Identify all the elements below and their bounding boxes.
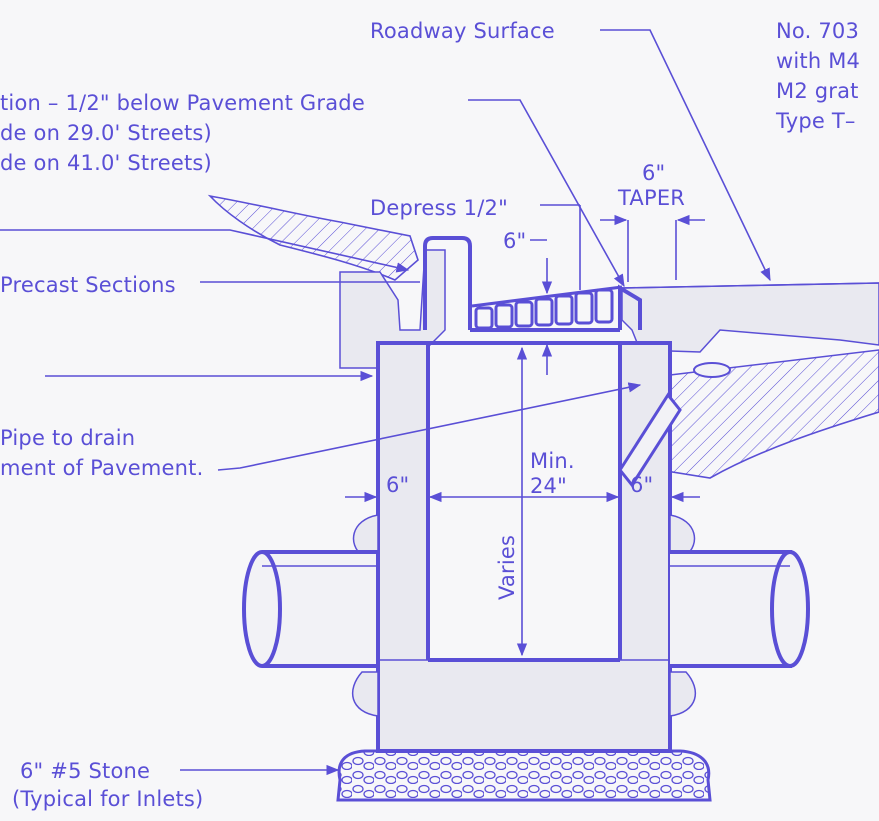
label-taper-6: 6" — [642, 161, 665, 185]
label-top-right-2: with M4 — [776, 49, 860, 73]
grate-frame — [468, 262, 642, 332]
label-depress: Depress 1/2" — [370, 196, 508, 220]
leader-elevation — [468, 99, 625, 288]
label-precast-sections: Precast Sections — [0, 273, 176, 297]
label-elevation-1: tion – 1/2" below Pavement Grade — [0, 91, 365, 115]
inlet-base — [377, 659, 671, 753]
label-stone-1: 6" #5 Stone — [20, 759, 150, 783]
left-soil-hatch — [207, 194, 419, 281]
label-pipe-drain-1: Pipe to drain — [0, 426, 135, 450]
right-soil-hatch — [639, 349, 879, 479]
underdrain-diagonal — [618, 392, 682, 488]
label-min-24: 24" — [530, 474, 567, 498]
leader-curb — [0, 229, 410, 273]
leader-roadway — [600, 29, 771, 282]
label-min: Min. — [530, 449, 575, 473]
stone-bed — [336, 749, 712, 802]
label-varies: Varies — [495, 535, 519, 600]
pavement-slab — [621, 282, 879, 353]
grate-bars — [471, 285, 623, 330]
label-six-left: 6" — [386, 473, 409, 497]
label-pipe-drain-2: ment of Pavement. — [0, 456, 203, 480]
label-elevation-3: de on 41.0' Streets) — [0, 151, 212, 175]
label-top-right-4: Type T– — [775, 109, 856, 133]
roadway-surface-line — [621, 282, 879, 289]
leader-pipe-drain — [217, 382, 642, 471]
label-top-right-3: M2 grat — [776, 79, 859, 103]
label-stone-2: (Typical for Inlets) — [12, 787, 203, 811]
label-top-right-1: No. 703 — [776, 19, 859, 43]
right-pipe-end — [770, 550, 810, 668]
label-six-right: 6" — [630, 473, 653, 497]
label-roadway-surface: Roadway Surface — [370, 19, 555, 43]
curb-top — [423, 236, 472, 330]
label-six-top: 6" — [503, 229, 526, 253]
left-pipe — [262, 550, 380, 668]
left-pipe-end — [242, 550, 282, 668]
label-taper: TAPER — [617, 186, 685, 210]
drain-pipe-end — [693, 362, 731, 378]
label-elevation-2: de on 29.0' Streets) — [0, 121, 212, 145]
